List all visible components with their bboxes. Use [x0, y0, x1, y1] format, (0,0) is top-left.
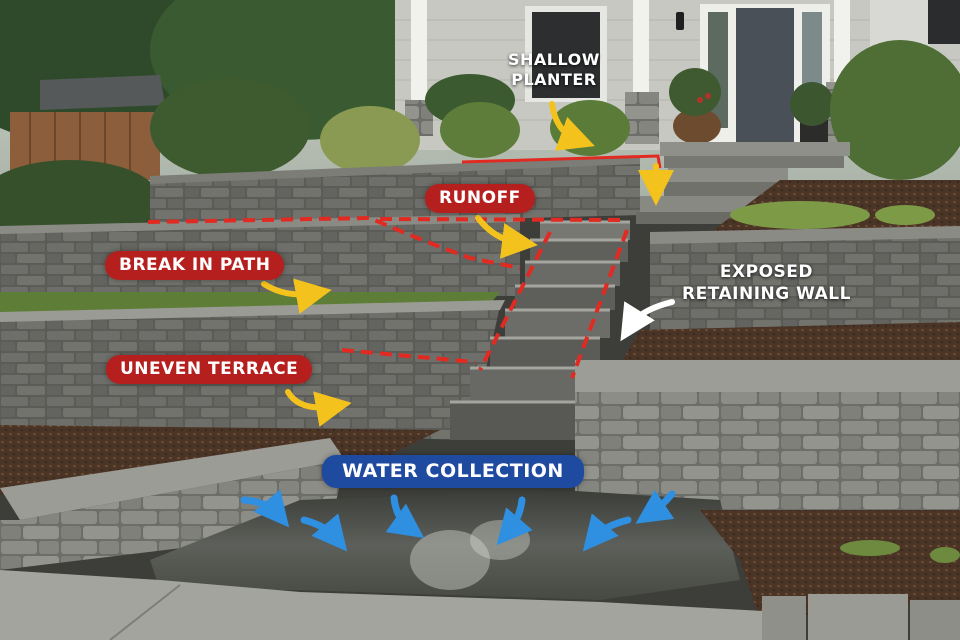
label-runoff: RUNOFF	[425, 184, 535, 213]
label-runoff-text: RUNOFF	[439, 188, 521, 208]
label-exposed-line1: EXPOSED	[719, 262, 814, 282]
label-exposed-retaining-wall: EXPOSED RETAINING WALL	[682, 264, 851, 303]
label-shallow-planter-line1: SHALLOW	[508, 50, 600, 69]
label-water-collection-text: WATER COLLECTION	[342, 460, 564, 482]
label-water-collection: WATER COLLECTION	[322, 455, 584, 488]
label-uneven-terrace-text: UNEVEN TERRACE	[120, 359, 299, 379]
label-break-in-path-text: BREAK IN PATH	[119, 255, 271, 275]
label-shallow-planter: SHALLOW PLANTER	[508, 52, 600, 88]
label-exposed-line2: RETAINING WALL	[682, 284, 851, 304]
label-uneven-terrace: UNEVEN TERRACE	[106, 355, 313, 384]
label-break-in-path: BREAK IN PATH	[105, 251, 285, 280]
label-shallow-planter-line2: PLANTER	[511, 70, 597, 89]
